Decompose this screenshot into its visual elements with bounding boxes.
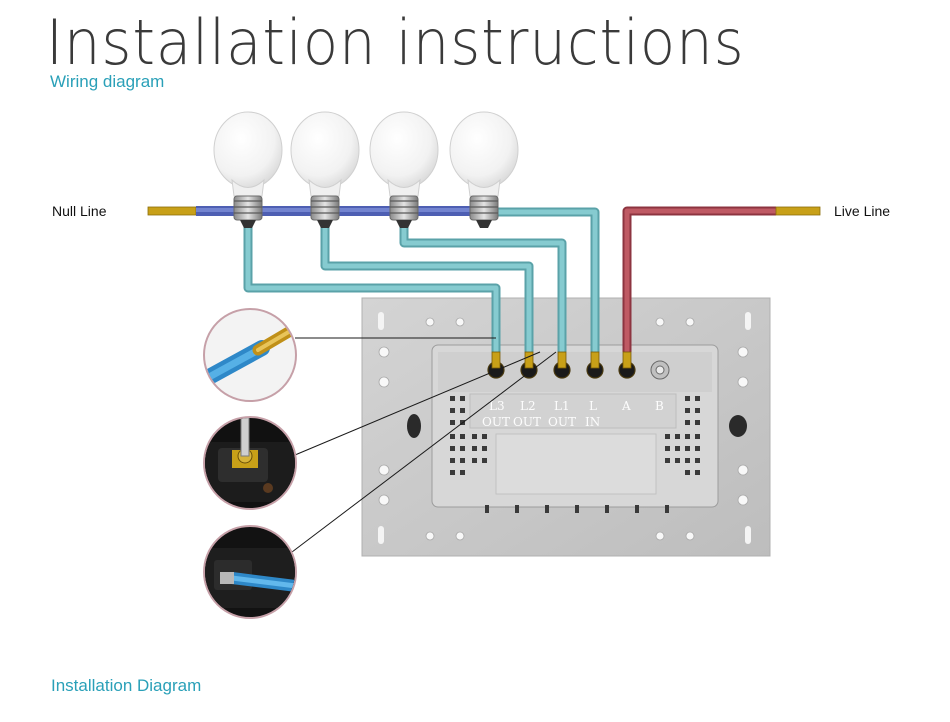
- wire-tips: [491, 351, 632, 369]
- page-title: Installation instructions: [46, 6, 745, 79]
- light-bulb-icon: [449, 111, 519, 228]
- stripped-wire-icon: [203, 308, 297, 402]
- terminal-label-out-2: OUT: [513, 415, 541, 429]
- terminal-label-out-1: OUT: [548, 415, 576, 429]
- terminal-label-l3: L3: [489, 399, 505, 413]
- terminal-label-l2: L2: [520, 399, 536, 413]
- terminal-label-in: IN: [585, 415, 600, 429]
- terminal-label-b: B: [655, 399, 664, 413]
- live-line-label: Live Line: [834, 203, 891, 219]
- terminal-label-l1: L1: [554, 399, 570, 413]
- light-bulb-icon: [290, 111, 360, 228]
- live-wire: [622, 206, 821, 352]
- diagram-subtitle: Wiring diagram: [50, 72, 165, 91]
- wire-insert-icon: [203, 525, 297, 619]
- terminal-label-l: L: [589, 399, 597, 413]
- light-bulb-icon: [213, 111, 283, 228]
- switch-module: L3 L2 L1 L A B OUT OUT OUT IN: [431, 344, 719, 513]
- screw-terminal-icon: [203, 416, 297, 510]
- installation-diagram-caption: Installation Diagram: [51, 676, 202, 695]
- terminal-label-a: A: [621, 399, 631, 413]
- load-wires: [243, 207, 600, 352]
- terminal-label-out-3: OUT: [482, 415, 510, 429]
- light-bulb-icon: [369, 111, 439, 228]
- null-line-label: Null Line: [52, 203, 107, 219]
- null-wire: [147, 206, 486, 216]
- callout-lines: [291, 337, 557, 553]
